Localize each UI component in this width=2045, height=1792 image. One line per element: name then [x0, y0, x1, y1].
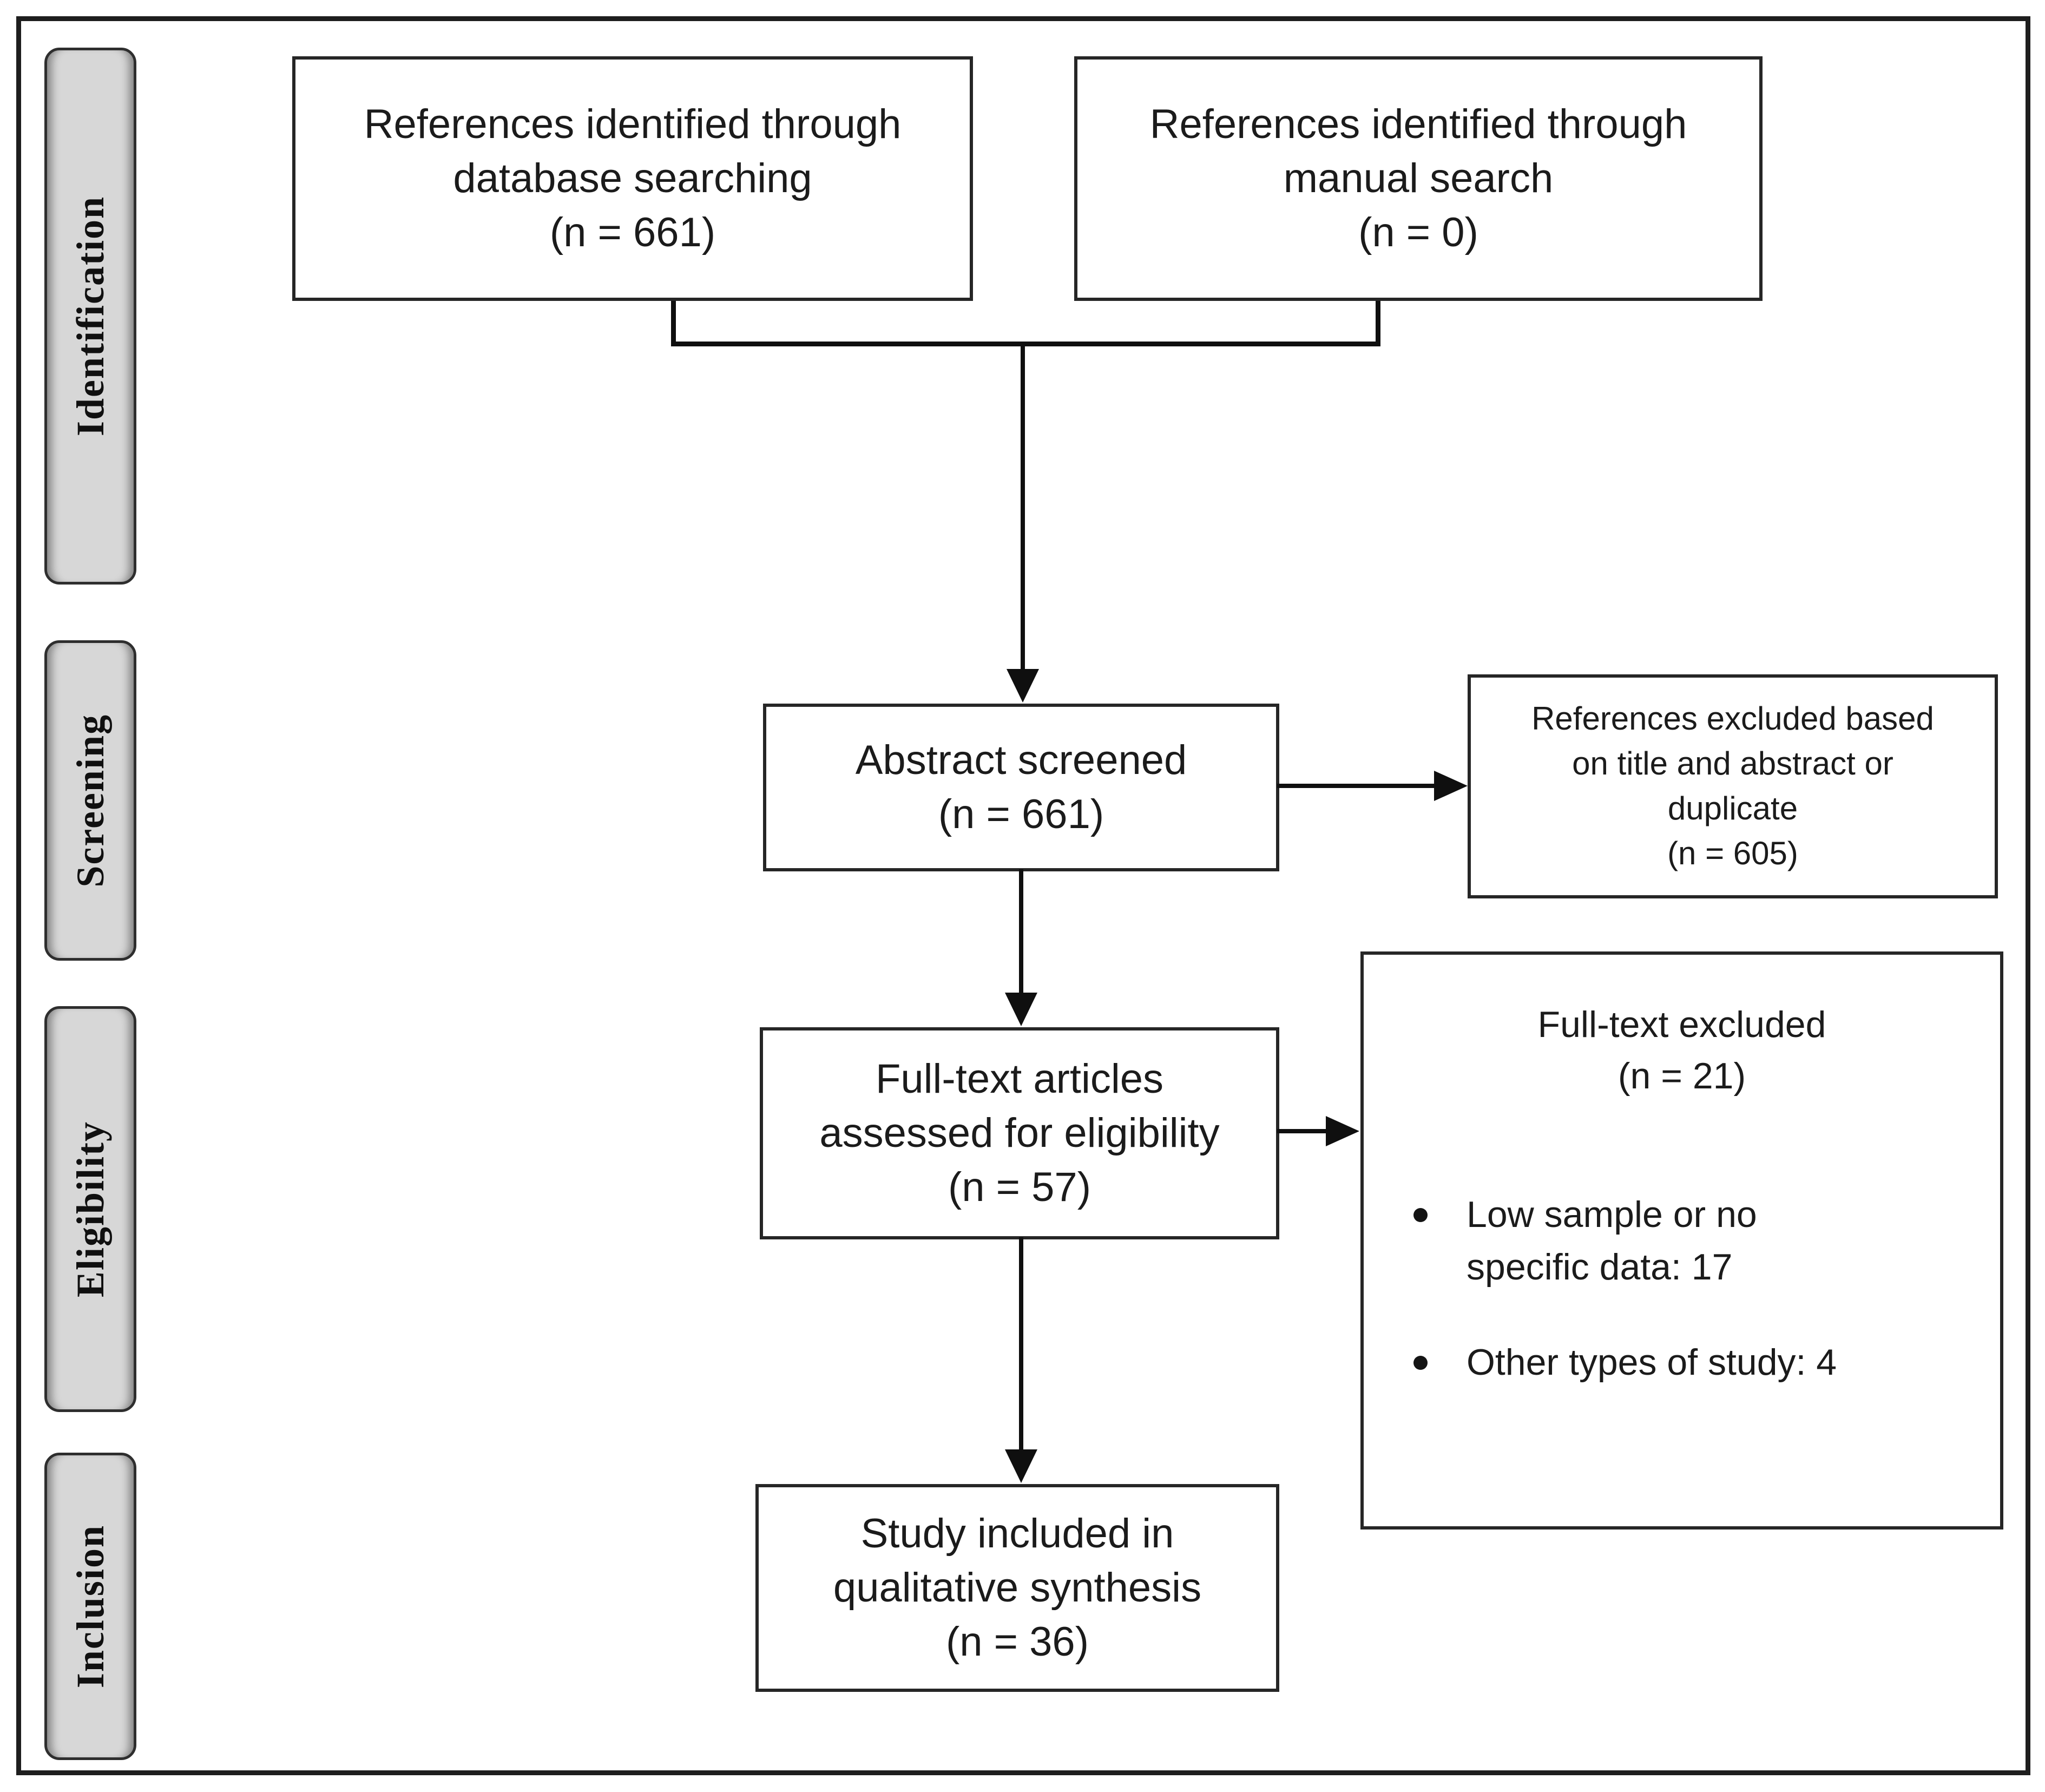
connector-merge-to-screening [1021, 342, 1025, 670]
bullet-icon [1413, 1208, 1428, 1223]
arrow-down-screening-icon [1007, 669, 1039, 703]
box-references-database-search: References identified through database s… [292, 56, 973, 301]
box-abstract-screened: Abstract screened (n = 661) [763, 704, 1279, 871]
box-study-included-text: Study included in qualitative synthesis … [833, 1510, 1202, 1665]
connector-manual-drop [1376, 301, 1380, 346]
arrow-down-eligibility-icon [1005, 993, 1037, 1026]
box-references-excluded: References excluded based on title and a… [1468, 674, 1998, 898]
stage-label-eligibility-text: Eligibility [68, 1120, 112, 1298]
box-references-manual-search: References identified through manual sea… [1074, 56, 1763, 301]
box-references-excluded-text: References excluded based on title and a… [1531, 700, 1934, 871]
stage-label-identification: Identification [44, 48, 136, 585]
box-fulltext-excluded: Full-text excluded (n = 21) Low sample o… [1360, 951, 2003, 1530]
arrow-down-inclusion-icon [1005, 1449, 1037, 1483]
box-abstract-screened-text: Abstract screened (n = 661) [855, 737, 1187, 837]
list-item: Other types of study: 4 [1364, 1336, 2000, 1389]
stage-label-inclusion: Inclusion [44, 1453, 136, 1760]
stage-label-eligibility: Eligibility [44, 1006, 136, 1412]
stage-label-inclusion-text: Inclusion [68, 1524, 112, 1689]
box-references-manual-search-text: References identified through manual sea… [1149, 101, 1687, 256]
list-item: Low sample or no specific data: 17 [1364, 1189, 2000, 1293]
box-study-included: Study included in qualitative synthesis … [755, 1484, 1279, 1692]
fulltext-excluded-reasons-list: Low sample or no specific data: 17 Other… [1364, 1189, 2000, 1389]
arrow-right-fulltext-excluded-icon [1326, 1116, 1359, 1146]
connector-merge-horizontal [671, 342, 1380, 346]
box-fulltext-excluded-title: Full-text excluded (n = 21) [1537, 1004, 1826, 1097]
stage-label-identification-text: Identification [68, 195, 112, 436]
box-fulltext-assessed: Full-text articles assessed for eligibil… [760, 1027, 1279, 1239]
line-fulltext-to-included [1019, 1237, 1023, 1450]
exclusion-reason-other-types: Other types of study: 4 [1467, 1342, 1837, 1383]
line-abstract-to-excluded [1277, 784, 1437, 788]
line-fulltext-to-excluded [1277, 1129, 1329, 1133]
box-fulltext-assessed-text: Full-text articles assessed for eligibil… [819, 1055, 1220, 1211]
box-references-database-search-text: References identified through database s… [364, 101, 902, 256]
stage-label-screening-text: Screening [68, 713, 112, 888]
arrow-right-excluded-icon [1434, 771, 1468, 801]
exclusion-reason-low-sample: Low sample or no specific data: 17 [1467, 1194, 1757, 1288]
connector-database-drop [671, 301, 676, 346]
stage-label-screening: Screening [44, 640, 136, 961]
bullet-icon [1413, 1356, 1428, 1370]
line-abstract-to-fulltext [1019, 869, 1023, 995]
